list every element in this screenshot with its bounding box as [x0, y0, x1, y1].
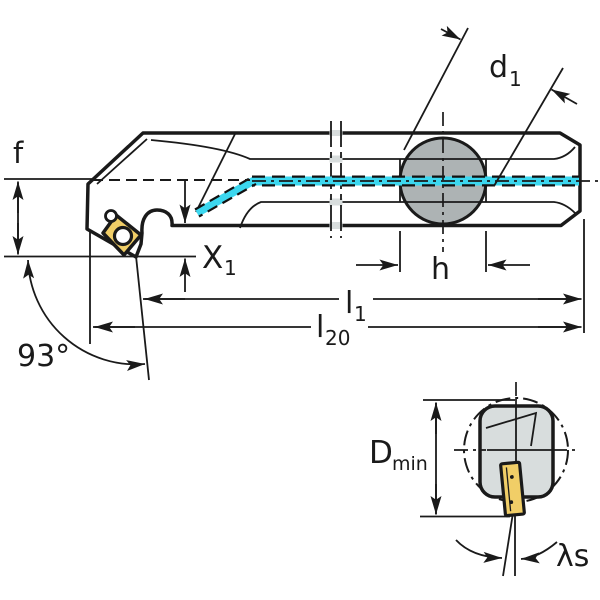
break-gap: [329, 130, 343, 229]
dim-h: [356, 231, 530, 272]
min-bore-circle: [463, 397, 569, 503]
side-view: [4, 25, 600, 381]
end-view: [420, 382, 580, 577]
pocket-lines: [485, 411, 538, 447]
dim-d1: [403, 25, 578, 187]
label-d1: d: [489, 50, 508, 85]
label-x1-sub: 1: [224, 256, 237, 280]
dimension-labels: f d 1 X 1 h l 1 l 20 93° D min λs: [13, 50, 589, 574]
label-dmin-sub: min: [392, 453, 428, 475]
body-contour-lines: [96, 133, 576, 229]
insert-hole: [112, 225, 134, 247]
label-h: h: [431, 252, 450, 287]
label-l20: l: [316, 310, 324, 345]
label-corner-angle: 93°: [17, 339, 70, 374]
label-l1: l: [345, 286, 353, 321]
dim-dmin: [420, 399, 517, 518]
dim-f: [4, 178, 196, 258]
label-d1-sub: 1: [509, 67, 522, 91]
label-l1-sub: 1: [354, 302, 367, 326]
dim-lambda: [455, 515, 558, 577]
dim-angle-arc: [23, 259, 146, 372]
label-l20-sub: 20: [325, 326, 350, 350]
label-f: f: [13, 136, 24, 170]
tool-body: [85, 131, 582, 259]
label-x1: X: [202, 240, 223, 276]
coolant-diagonal: [195, 177, 256, 217]
insert-end-view: [499, 460, 526, 518]
label-lambda-s: λs: [556, 539, 589, 574]
label-dmin: D: [369, 435, 393, 471]
clamp-screw: [104, 209, 118, 223]
end-view-centerlines: [454, 382, 580, 463]
